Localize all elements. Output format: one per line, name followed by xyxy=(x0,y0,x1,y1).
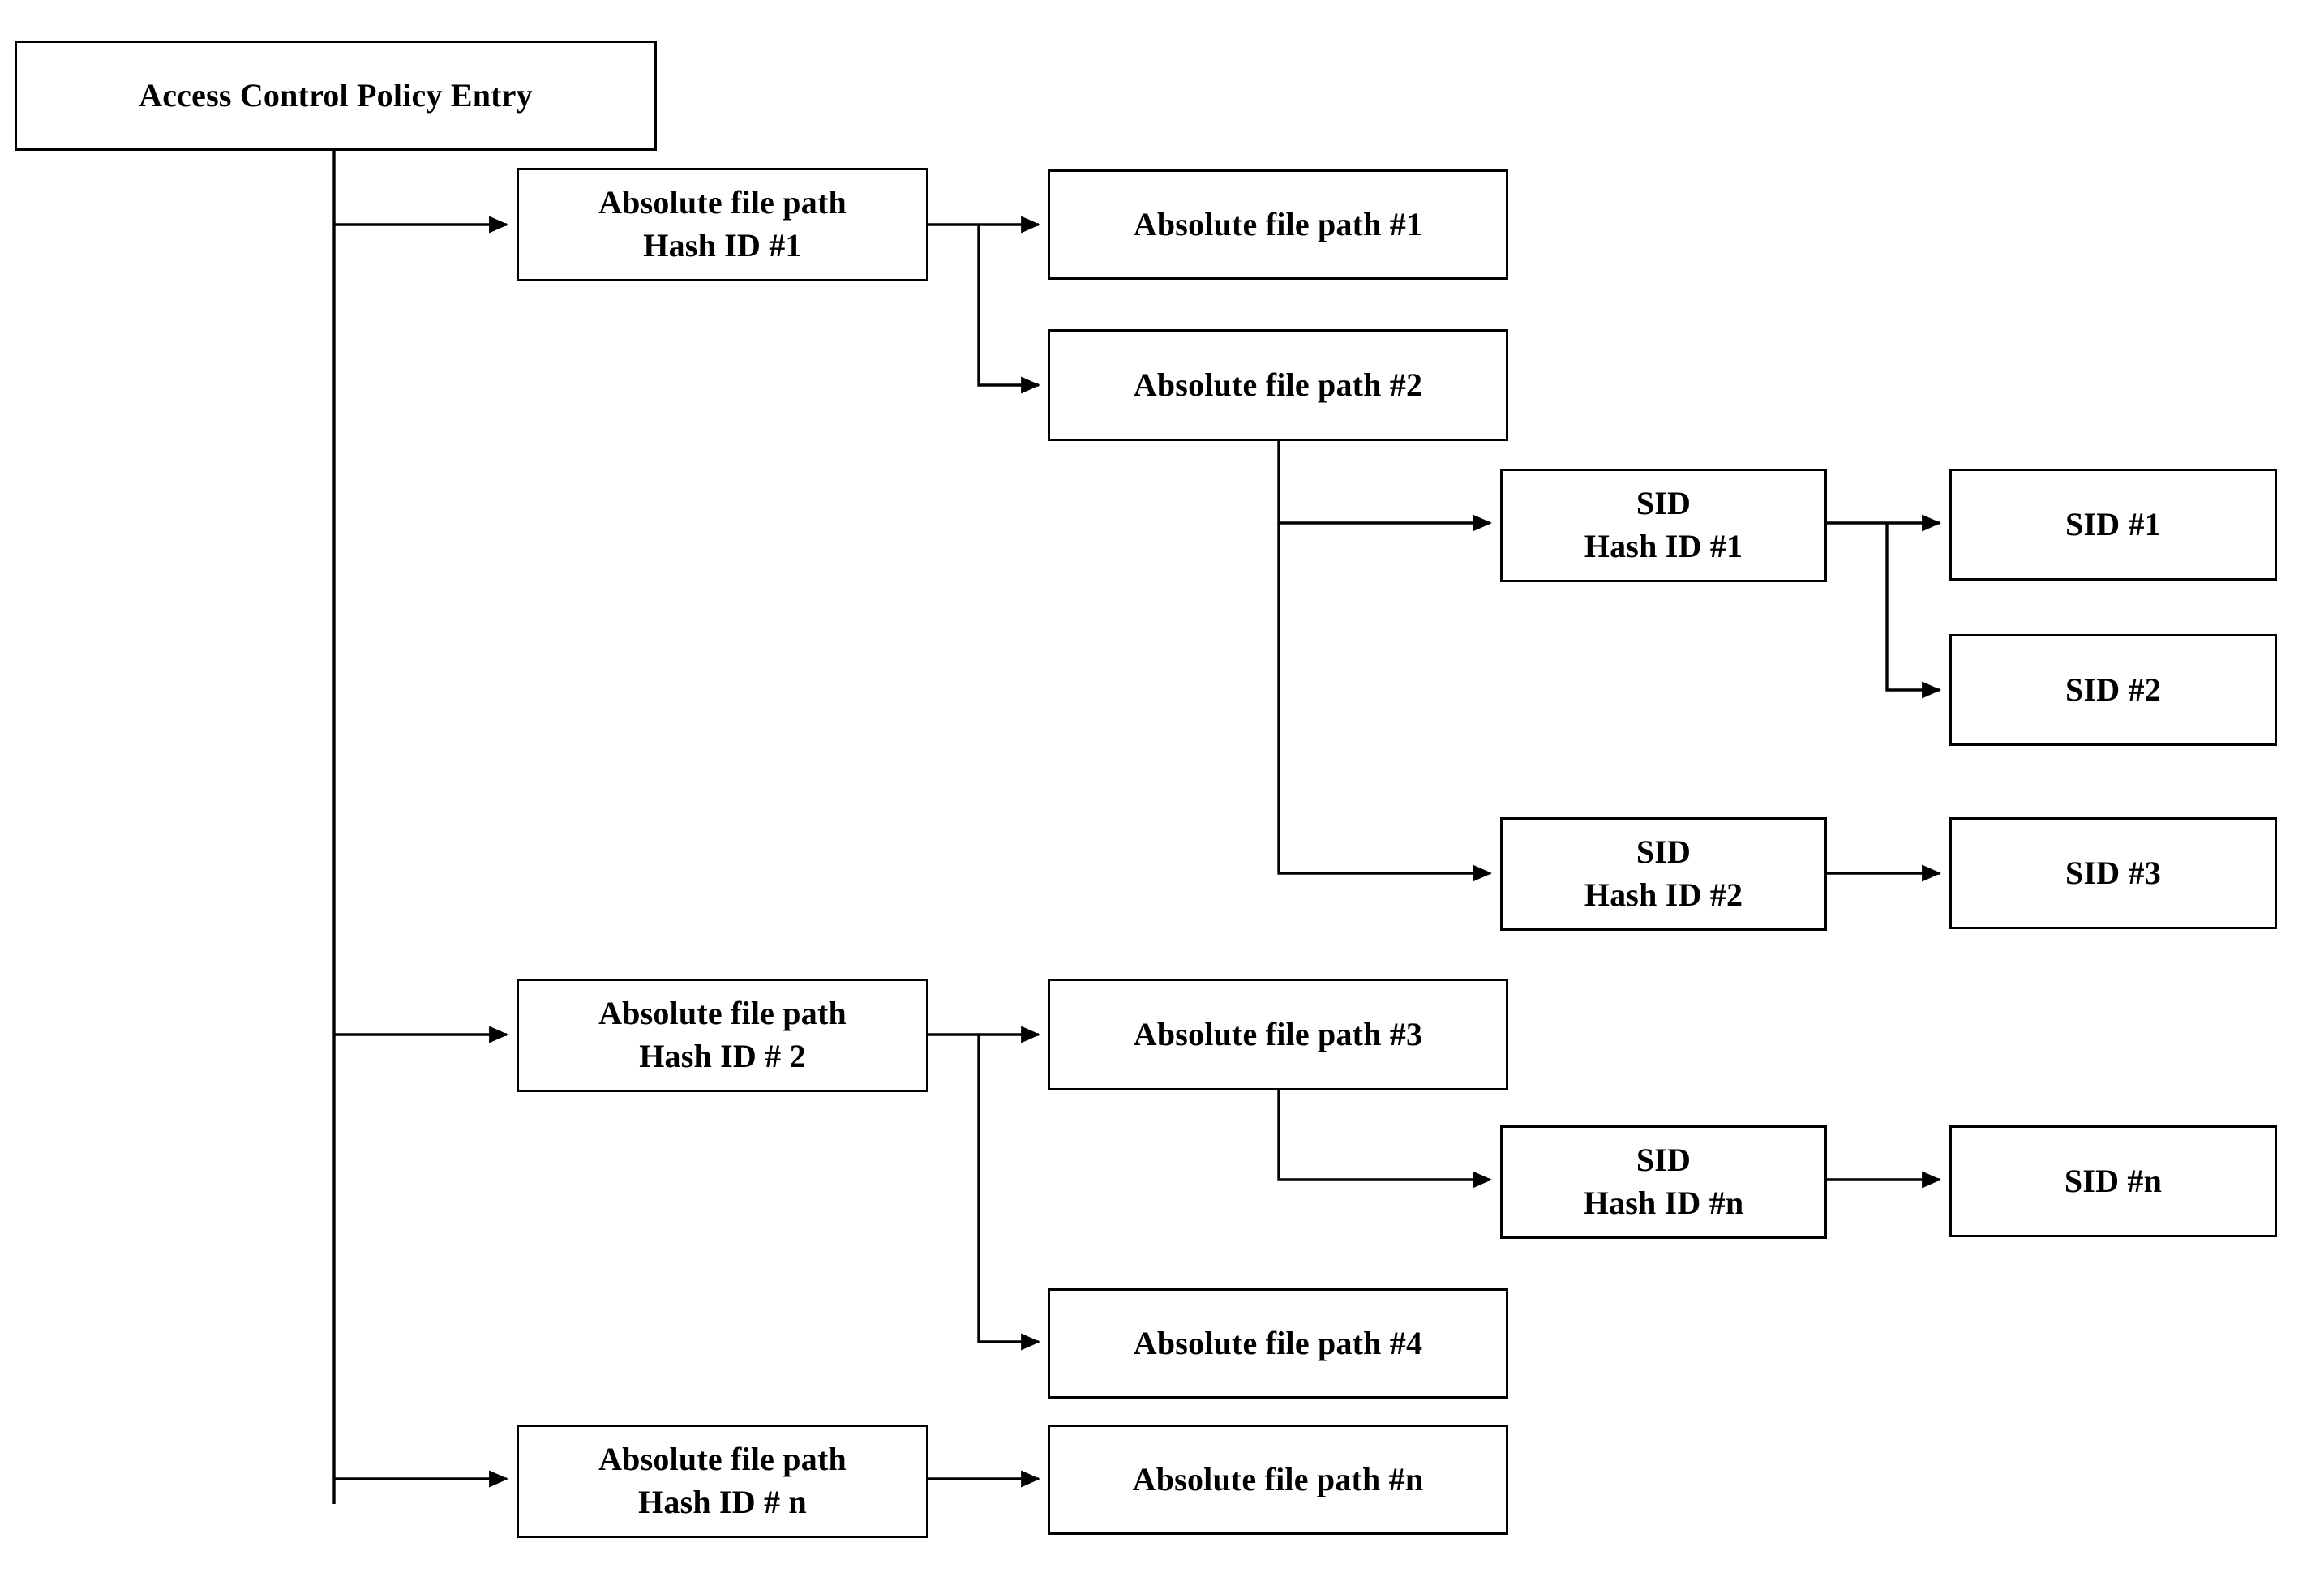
node-line-1: SID xyxy=(1636,1142,1692,1179)
node-sid-hash-id-n[interactable]: SID Hash ID #n xyxy=(1500,1125,1827,1239)
node-line-1: Absolute file path #3 xyxy=(1133,1015,1423,1052)
edge-afp-hash-2-to-afp-4 xyxy=(977,1035,1040,1351)
node-sid-2[interactable]: SID #2 xyxy=(1949,634,2277,746)
node-absolute-file-path-2[interactable]: Absolute file path #2 xyxy=(1048,329,1508,441)
edge-afp-2-to-sid-hash-2 xyxy=(1277,523,1492,882)
node-absolute-file-path-hash-id-2[interactable]: Absolute file path Hash ID # 2 xyxy=(517,979,928,1092)
node-line-2: Hash ID #2 xyxy=(1584,876,1743,913)
edge-afp-hash-1-to-afp-2 xyxy=(977,225,1040,394)
node-line-2: Hash ID #1 xyxy=(1584,528,1743,564)
edge-afp-2-to-sid-hash-1 xyxy=(1277,441,1492,532)
node-line-1: SID #2 xyxy=(2065,671,2161,708)
node-line-1: SID #n xyxy=(2064,1162,2163,1199)
node-absolute-file-path-n[interactable]: Absolute file path #n xyxy=(1048,1425,1508,1535)
node-line-2: Hash ID # 2 xyxy=(639,1038,806,1074)
node-absolute-file-path-4[interactable]: Absolute file path #4 xyxy=(1048,1288,1508,1399)
node-sid-3[interactable]: SID #3 xyxy=(1949,817,2277,929)
node-absolute-file-path-hash-id-n[interactable]: Absolute file path Hash ID # n xyxy=(517,1425,928,1538)
edge-sid-hash-1-to-sid-2 xyxy=(1885,523,1941,699)
node-line-1: Access Control Policy Entry xyxy=(139,76,533,114)
node-line-2: Hash ID #n xyxy=(1583,1185,1744,1221)
node-absolute-file-path-1[interactable]: Absolute file path #1 xyxy=(1048,169,1508,280)
node-sid-hash-id-2[interactable]: SID Hash ID #2 xyxy=(1500,817,1827,931)
node-sid-hash-id-1[interactable]: SID Hash ID #1 xyxy=(1500,469,1827,582)
node-access-control-policy-entry[interactable]: Access Control Policy Entry xyxy=(15,41,657,151)
node-line-1: Absolute file path xyxy=(598,184,847,221)
edge-afp-3-to-sid-hash-n xyxy=(1277,1090,1492,1189)
node-line-1: Absolute file path #4 xyxy=(1133,1324,1423,1361)
node-line-1: Absolute file path #1 xyxy=(1133,205,1423,242)
node-line-1: Absolute file path xyxy=(598,995,847,1032)
node-line-1: SID xyxy=(1636,485,1692,522)
node-sid-1[interactable]: SID #1 xyxy=(1949,469,2277,581)
node-line-1: SID #1 xyxy=(2065,505,2161,542)
node-line-2: Hash ID #1 xyxy=(643,227,802,264)
node-sid-n[interactable]: SID #n xyxy=(1949,1125,2277,1237)
node-absolute-file-path-hash-id-1[interactable]: Absolute file path Hash ID #1 xyxy=(517,168,928,281)
node-line-1: Absolute file path #n xyxy=(1132,1460,1424,1497)
node-line-1: SID #3 xyxy=(2065,854,2161,891)
node-line-1: SID xyxy=(1636,833,1692,871)
node-line-2: Hash ID # n xyxy=(638,1484,807,1520)
node-absolute-file-path-3[interactable]: Absolute file path #3 xyxy=(1048,979,1508,1090)
node-line-1: Absolute file path #2 xyxy=(1133,366,1423,403)
node-line-1: Absolute file path xyxy=(598,1441,847,1478)
